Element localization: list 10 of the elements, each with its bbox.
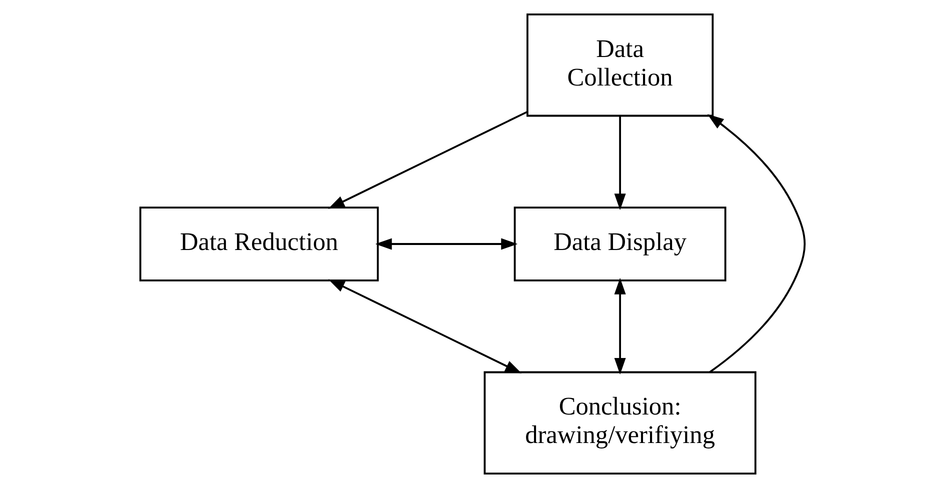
- arrow: [328, 279, 522, 374]
- arrow: [328, 111, 527, 209]
- node-box: Conclusion: drawing/verifiying: [483, 371, 756, 475]
- arrow: [706, 114, 806, 373]
- arrow: [614, 278, 626, 374]
- arrow: [374, 238, 518, 250]
- node-box: Data Reduction: [138, 206, 378, 282]
- arrow: [614, 116, 626, 210]
- node-box: Data Collection: [526, 13, 714, 117]
- node-box: Data Display: [513, 206, 726, 282]
